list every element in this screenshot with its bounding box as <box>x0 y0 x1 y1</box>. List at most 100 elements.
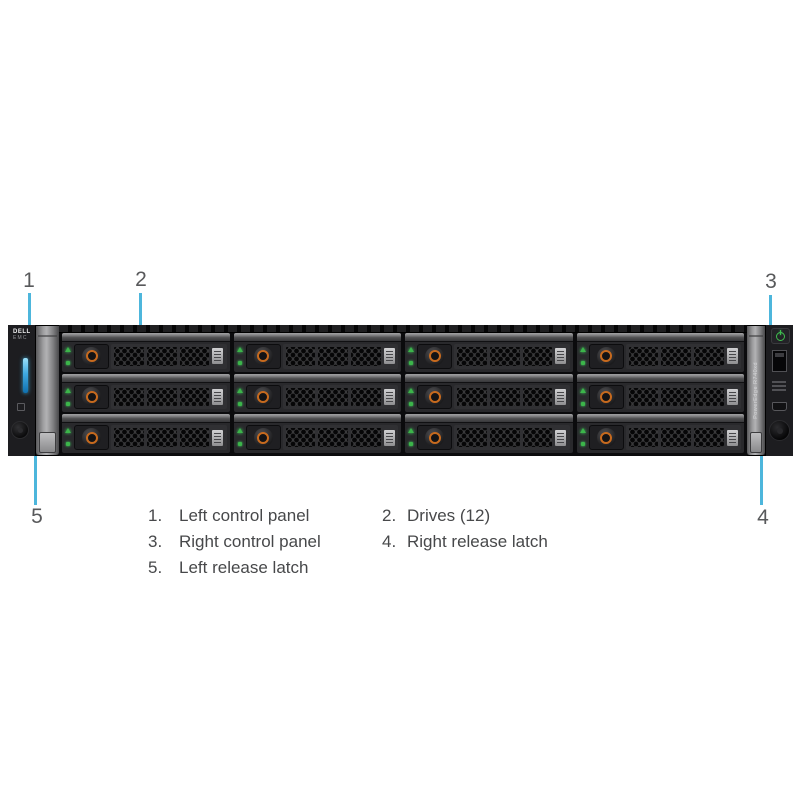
drive-release-button <box>417 384 452 410</box>
drive-perforated-face <box>454 344 570 369</box>
chassis-screw <box>11 421 29 439</box>
power-button <box>771 328 790 344</box>
drive-carrier-handle <box>233 414 401 424</box>
drive-perforated-face <box>111 384 227 410</box>
drive-latch-ring <box>253 387 273 407</box>
drive-activity-led <box>408 347 414 352</box>
callout-number-3: 3 <box>765 270 777 293</box>
drive-capacity-label <box>555 429 567 446</box>
drive-release-button <box>245 384 281 410</box>
drive-capacity-label <box>726 429 738 446</box>
drive-perforated-face <box>625 425 741 450</box>
drive-capacity-label <box>726 348 738 365</box>
drive-activity-led <box>579 347 586 352</box>
drive-status-led <box>66 401 70 406</box>
drive-release-button <box>417 344 452 369</box>
drive-led-column <box>236 385 244 410</box>
drive-status-led <box>237 442 242 447</box>
drive-activity-led <box>65 347 71 352</box>
callout-number-2: 2 <box>135 268 147 291</box>
drive-bay <box>233 414 401 453</box>
legend-item: 4. Right release latch <box>382 532 548 551</box>
server-chassis-front: DELL EMC <box>8 325 793 456</box>
legend-column-2: 2. Drives (12) 4. Right release latch <box>382 503 548 555</box>
drive-capacity-label <box>212 429 224 446</box>
drive-capacity-label <box>726 388 738 405</box>
drive-activity-led <box>65 387 71 393</box>
left-release-latch <box>36 326 59 455</box>
drive-latch-ring <box>82 346 101 366</box>
drive-release-button <box>245 425 281 450</box>
callout-number-1: 1 <box>23 269 35 292</box>
drive-carrier-handle <box>405 414 573 424</box>
drive-bay <box>405 414 573 453</box>
drive-led-column <box>64 344 72 369</box>
drive-bay <box>576 373 744 413</box>
legend-item: 1. Left control panel <box>148 506 310 525</box>
drive-release-button <box>588 384 624 410</box>
callout-number-5: 5 <box>31 505 43 528</box>
power-icon <box>776 329 785 341</box>
drive-latch-ring <box>82 428 101 448</box>
drive-bay <box>576 414 744 453</box>
drive-latch-ring <box>253 428 273 448</box>
model-label: PowerEdge R740xd <box>753 362 759 419</box>
drive-release-button <box>74 344 109 369</box>
drive-perforated-face <box>454 384 570 410</box>
drive-carrier-handle <box>405 373 573 383</box>
drive-perforated-face <box>111 344 227 369</box>
drive-carrier-handle <box>576 414 744 424</box>
drive-carrier-handle <box>576 373 744 383</box>
drive-release-button <box>588 425 624 450</box>
drive-led-column <box>236 344 244 369</box>
drive-led-column <box>407 344 415 369</box>
right-control-panel <box>765 325 793 456</box>
drive-led-column <box>64 425 72 450</box>
right-release-latch: PowerEdge R740xd <box>747 326 765 455</box>
callout-line-1 <box>28 293 31 337</box>
drive-grid <box>59 333 747 456</box>
drive-capacity-label <box>555 348 567 365</box>
left-control-panel: DELL EMC <box>8 325 36 456</box>
legend-column-1: 1. Left control panel 3. Right control p… <box>148 503 321 581</box>
drive-status-led <box>580 442 585 447</box>
drive-release-button <box>417 425 452 450</box>
drive-status-led <box>66 442 70 447</box>
drive-activity-led <box>408 387 414 393</box>
drive-latch-ring <box>425 428 444 448</box>
drive-carrier-handle <box>576 333 744 342</box>
drive-bay <box>62 414 230 453</box>
drive-carrier-handle <box>405 333 573 342</box>
drive-latch-ring <box>596 346 616 366</box>
drive-led-column <box>407 385 415 410</box>
drive-bay <box>62 333 230 372</box>
drive-led-column <box>579 425 587 450</box>
drive-carrier-handle <box>233 373 401 383</box>
drive-release-button <box>74 384 109 410</box>
drive-release-button <box>74 425 109 450</box>
drive-activity-led <box>579 387 586 393</box>
drive-status-led <box>66 361 70 365</box>
drive-carrier-handle <box>233 333 401 342</box>
drive-perforated-face <box>454 425 570 450</box>
drive-carrier-handle <box>62 333 230 342</box>
drive-carrier-handle <box>62 414 230 424</box>
chassis-screw <box>769 420 790 441</box>
drive-latch-ring <box>596 387 616 407</box>
drive-bay-area <box>59 325 747 456</box>
drive-capacity-label <box>383 429 395 446</box>
drive-status-led <box>409 401 413 406</box>
drive-status-led <box>580 361 585 365</box>
drive-activity-led <box>408 428 414 434</box>
drive-bay <box>233 333 401 372</box>
drive-status-led <box>409 442 413 447</box>
drive-activity-led <box>236 428 243 434</box>
drive-perforated-face <box>282 344 398 369</box>
drive-bay <box>62 373 230 413</box>
drive-led-column <box>64 385 72 410</box>
drive-led-column <box>579 385 587 410</box>
drive-perforated-face <box>111 425 227 450</box>
drive-latch-ring <box>596 428 616 448</box>
drive-status-led <box>580 401 585 406</box>
top-vent-strip <box>59 325 747 333</box>
